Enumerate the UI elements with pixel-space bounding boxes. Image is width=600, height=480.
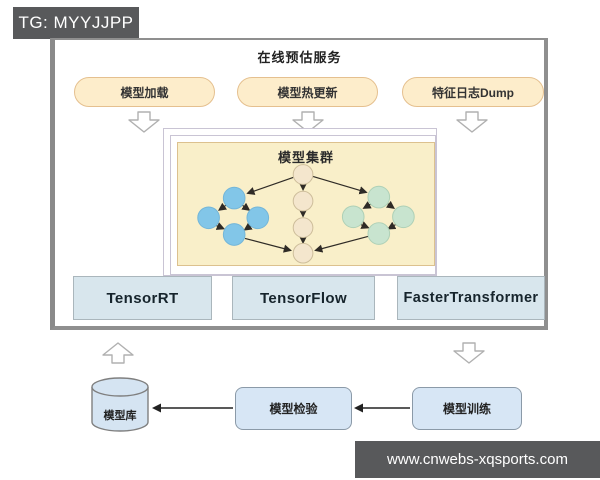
engine-fastertransformer: FasterTransformer — [397, 276, 545, 320]
cluster-node — [292, 164, 314, 185]
cluster-nodes — [197, 164, 415, 264]
online-prediction-service-panel: 在线预估服务 模型加载 模型热更新 特征日志Dump 模型集群 — [50, 38, 548, 330]
model-validation-box: 模型检验 — [235, 387, 352, 430]
cluster-node-green — [341, 205, 365, 229]
arrow-validation-to-store — [152, 403, 233, 413]
cluster-node — [292, 217, 314, 238]
model-store-cylinder: 模型库 — [90, 376, 150, 434]
cluster-title: 模型集群 — [277, 150, 334, 165]
cluster-node-green — [392, 205, 415, 229]
cluster-node — [292, 190, 314, 212]
cluster-node-blue — [197, 206, 220, 230]
down-arrow-icon — [128, 111, 160, 133]
model-cluster-graph — [197, 164, 415, 264]
engine-tensorrt: TensorRT — [73, 276, 212, 320]
engine-tensorflow: TensorFlow — [232, 276, 375, 320]
pill-feature-log-dump: 特征日志Dump — [402, 77, 544, 107]
tg-watermark-badge: TG: MYYJJPP — [13, 7, 139, 39]
down-arrow-icon — [292, 111, 324, 133]
arrow-training-to-validation — [354, 403, 410, 413]
site-watermark-badge: www.cnwebs-xqsports.com — [355, 441, 600, 478]
model-training-box: 模型训练 — [412, 387, 522, 430]
up-arrow-icon — [102, 342, 134, 364]
down-arrow-icon — [456, 111, 488, 133]
pill-model-hot-update: 模型热更新 — [237, 77, 378, 107]
model-cluster-card: 模型集群 — [177, 142, 435, 266]
cluster-node-blue — [222, 186, 246, 210]
down-arrow-icon — [453, 342, 485, 364]
cluster-node — [292, 242, 314, 264]
cluster-node-blue — [222, 223, 246, 246]
cluster-node-blue — [246, 206, 270, 230]
model-store-label: 模型库 — [103, 410, 137, 422]
cluster-node-green — [367, 185, 391, 209]
cluster-node-green — [367, 222, 391, 245]
panel-title: 在线预估服务 — [257, 50, 342, 65]
database-icon — [91, 377, 149, 432]
pill-model-load: 模型加载 — [74, 77, 215, 107]
